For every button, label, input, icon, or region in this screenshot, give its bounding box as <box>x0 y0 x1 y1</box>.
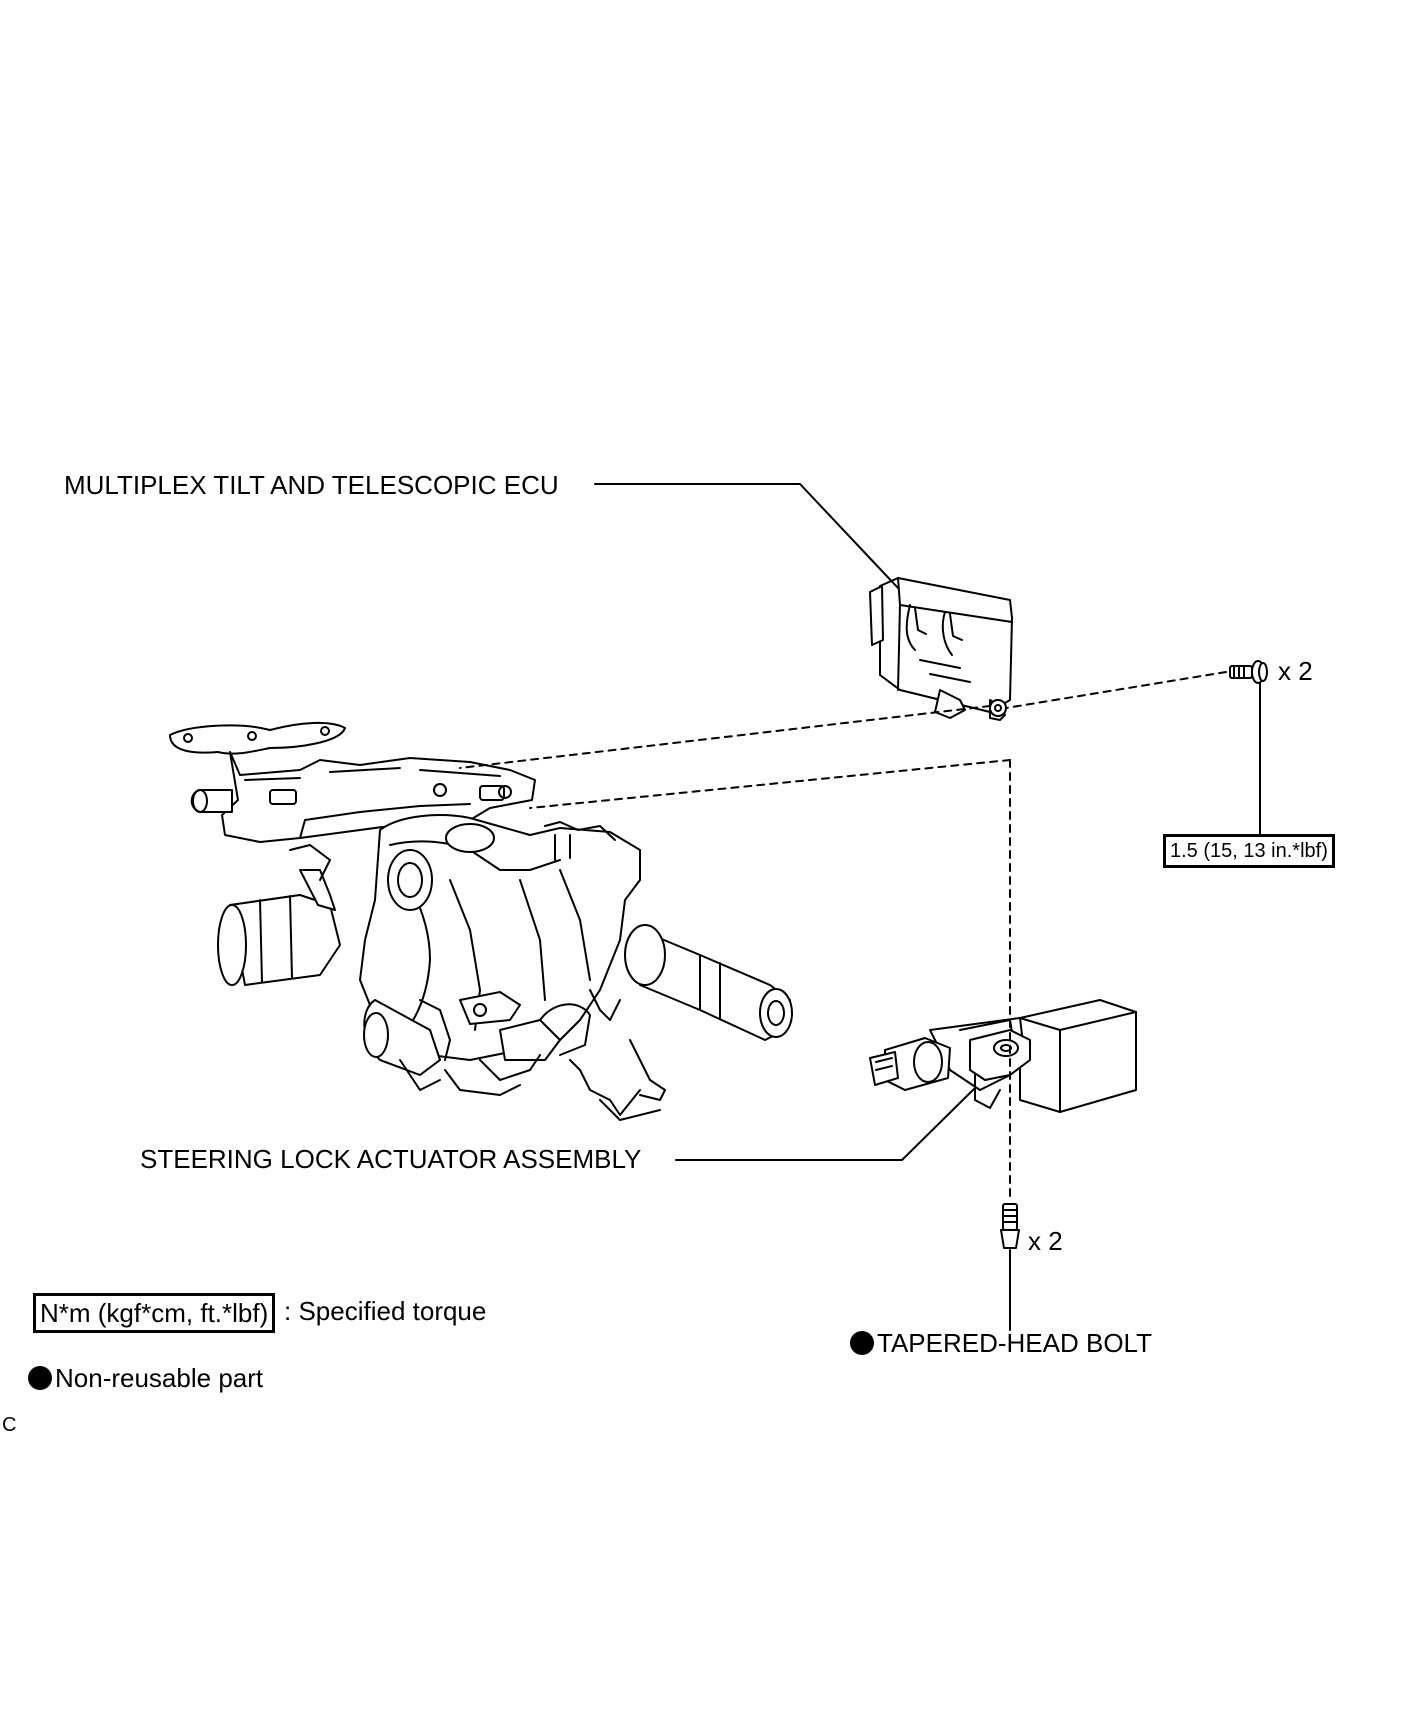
qty-top-label: x 2 <box>1278 656 1313 686</box>
ecu-bolt-dashed-line <box>1005 671 1227 709</box>
tapered-bolt-label: TAPERED-HEAD BOLT <box>850 1328 1152 1358</box>
ecu-to-column-dashed-2 <box>529 759 1011 809</box>
non-reusable-icon <box>850 1331 874 1355</box>
actuator-illustration <box>869 999 1137 1113</box>
steering-column-illustration <box>169 721 793 1121</box>
filled-circle-icon <box>28 1366 52 1390</box>
actuator-label: STEERING LOCK ACTUATOR ASSEMBLY <box>140 1144 642 1174</box>
legend-nonreusable-text: Non-reusable part <box>55 1363 264 1393</box>
tapered-bolt-icon <box>1000 1203 1020 1249</box>
ecu-illustration <box>869 577 1013 721</box>
bolt-icon <box>1229 660 1268 684</box>
ecu-to-column-dashed-1 <box>459 705 991 769</box>
tapered-bolt-text: TAPERED-HEAD BOLT <box>877 1328 1152 1358</box>
actuator-leader-line <box>675 1087 976 1161</box>
legend-torque-text: : Specified torque <box>284 1296 487 1326</box>
ecu-label: MULTIPLEX TILT AND TELESCOPIC ECU <box>64 470 559 500</box>
legend-torque-box: N*m (kgf*cm, ft.*lbf) <box>33 1293 276 1333</box>
figure-code: C <box>2 1414 17 1436</box>
ecu-leader-line <box>594 483 899 589</box>
torque-spec-box: 1.5 (15, 13 in.*lbf) <box>1163 834 1335 868</box>
qty-bottom-label: x 2 <box>1028 1226 1063 1256</box>
legend-nonreusable: Non-reusable part <box>28 1363 263 1393</box>
